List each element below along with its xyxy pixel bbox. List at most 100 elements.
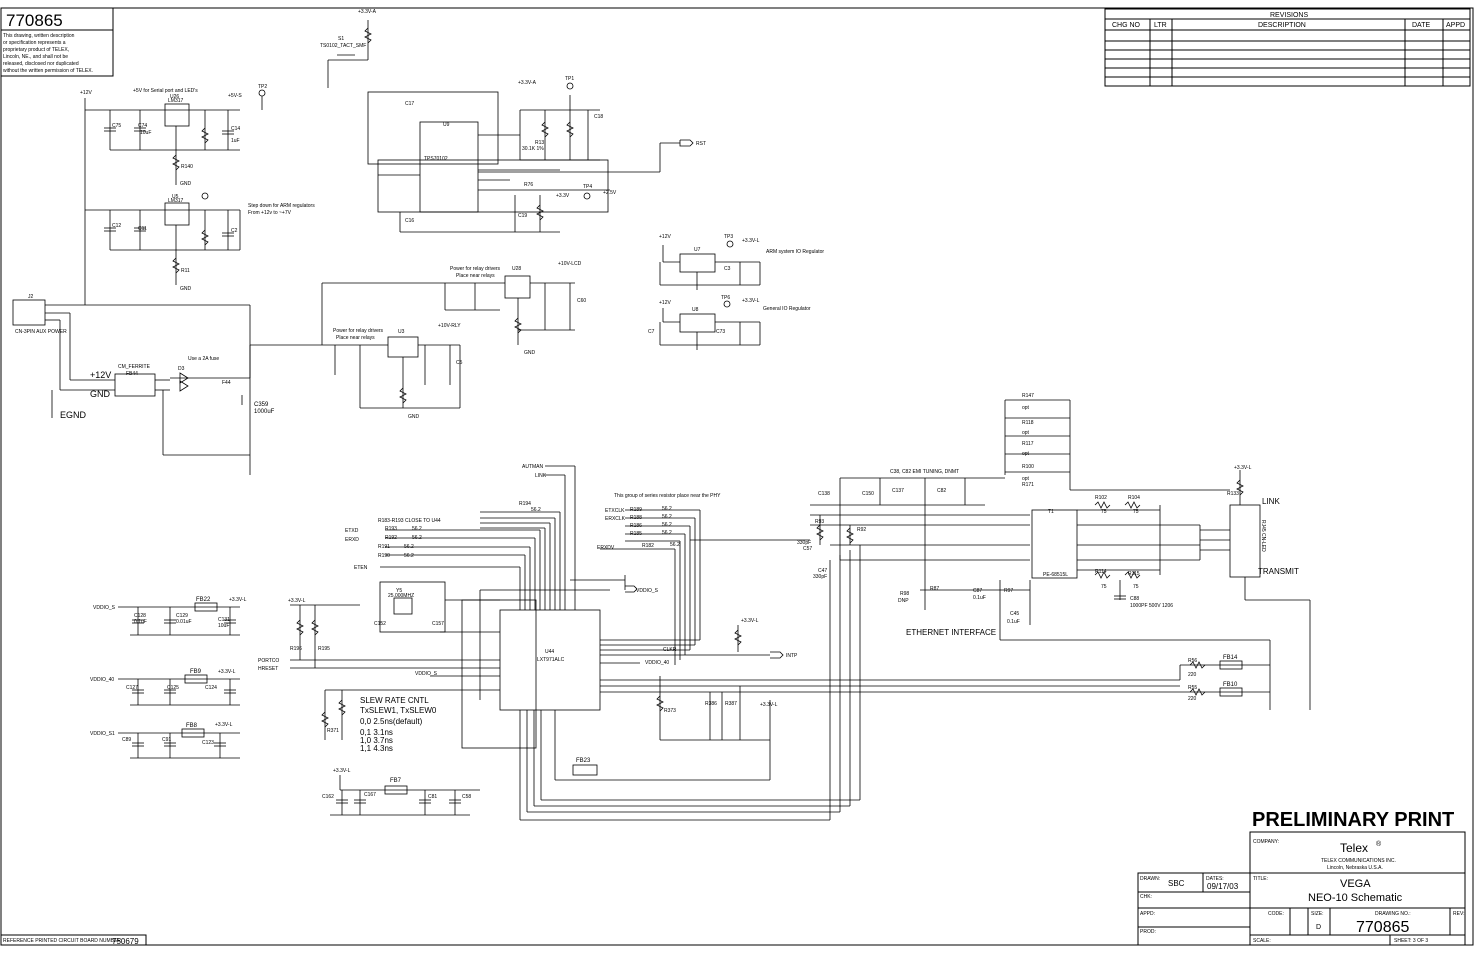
r194-label: R194: [519, 501, 531, 507]
intp-label: INTP: [786, 653, 798, 659]
note-relay-2: Power for relay drivers: [333, 328, 384, 334]
c73-label: C73: [716, 329, 725, 335]
egnd-label: EGND: [60, 410, 87, 420]
opt-2: opt: [1022, 430, 1030, 436]
vddio-40-dec: VDDIO_40: [90, 677, 114, 683]
etxclk-label: ETXCLK: [605, 508, 625, 514]
r-val-8: 56.2: [404, 544, 414, 550]
v75-a: 75: [1101, 509, 1107, 515]
tp2-label: TP2: [258, 84, 267, 90]
r114-label: R114: [1095, 569, 1107, 575]
note-arm-2: From +12v to ~+7V: [248, 210, 292, 216]
autman-label: AUTMAN: [522, 464, 544, 470]
rev-col-header: CHG NO: [1112, 22, 1141, 29]
opt-4: opt: [1022, 476, 1030, 482]
r97-label: R97: [1004, 588, 1013, 594]
u8-label: U8: [692, 307, 699, 313]
slew-row: 0,0 2.5ns(default): [360, 717, 423, 726]
gnd-relay: GND: [408, 414, 420, 420]
link-label: LINK: [535, 473, 547, 479]
v75-c: 75: [1101, 584, 1107, 590]
opt-3: opt: [1022, 451, 1030, 457]
prod-label: PROD:: [1140, 929, 1156, 935]
c88-value: 1000PF 500V 1206: [1130, 603, 1173, 609]
r188-label: R188: [630, 515, 642, 521]
r92-label: R92: [857, 527, 866, 533]
decoupling-labels: VDDIO_S VDDIO_40 VDDIO_S1 FB22 FB9 FB8 F…: [90, 597, 591, 800]
aux-power-labels: J2 CN-3PIN AUX POWER +12V GND EGND CM_FE…: [15, 294, 275, 420]
dates-label: DATES:: [1206, 876, 1224, 882]
fb22-label: FB22: [196, 597, 211, 603]
code-label: CODE:: [1268, 911, 1284, 917]
r93-label: R93: [815, 519, 824, 525]
notice-line: without the written permission of TELEX.: [3, 68, 93, 74]
c16-label: C16: [405, 218, 414, 224]
drawing-number: 770865: [1356, 919, 1409, 936]
date-value: 09/17/03: [1207, 882, 1239, 891]
c2-label: C2: [231, 228, 238, 234]
link-led-label: LINK: [1262, 497, 1280, 506]
slew-title: SLEW RATE CNTL: [360, 696, 429, 705]
io-regulators: [659, 240, 761, 350]
fb10-label: FB10: [1223, 682, 1238, 688]
pe-label: PE-68515L: [1043, 572, 1068, 578]
r189-label: R189: [630, 507, 642, 513]
dnp-1: DNP: [898, 598, 909, 604]
appd-label: APPD:: [1140, 911, 1155, 917]
tps70102-regulator: [367, 82, 694, 233]
r140-label: R140: [181, 164, 193, 170]
tps-label: TPS70102: [424, 156, 448, 162]
arm-io-note: ARM system IO Regulator: [766, 249, 824, 255]
c124-label: C124: [205, 685, 217, 691]
u7-label: U7: [694, 247, 701, 253]
rail-33l-phy3: +3.3V-L: [760, 702, 778, 708]
t1-label: T1: [1048, 509, 1054, 515]
etxd-label: ETXD: [345, 528, 359, 534]
rail-33a-top: +3.3V-A: [358, 9, 377, 15]
lm317-label: LM317: [168, 98, 184, 104]
slew-rate-table: SLEW RATE CNTL TxSLEW1, TxSLEW0 0,0 2.5n…: [360, 696, 437, 753]
c167-label: C167: [364, 792, 376, 798]
u26-label: U26: [170, 94, 179, 100]
drawing-notice-block: 770865 This drawing, written description…: [0, 7, 114, 77]
lm317-label-2: LM317: [168, 198, 184, 204]
c19-label: C19: [518, 213, 527, 219]
c11-label: C11: [138, 226, 147, 232]
d3-label: D3: [178, 366, 185, 372]
c88-label: C88: [1130, 596, 1139, 602]
portco-label: PORTCO: [258, 658, 279, 664]
r102-label: R102: [1095, 495, 1107, 501]
sheet-border: [0, 7, 1474, 946]
r185-label: R185: [630, 531, 642, 537]
c57-val: 330pF: [797, 540, 811, 546]
ethernet-labels: R147 opt R118 opt R117 opt R100 opt R171…: [797, 393, 1266, 702]
erxdv-label: ERXDV: [597, 545, 615, 551]
aux-power-input: [12, 299, 251, 456]
c138-label: C138: [818, 491, 830, 497]
note-arm: Step down for ARM regulators: [248, 203, 315, 209]
r192-label: R192: [385, 535, 397, 541]
rst-label: RST: [696, 141, 706, 147]
io-regulator-labels: ARM system IO Regulator General IO Regul…: [648, 234, 824, 335]
clkr-label: CLKR: [663, 647, 677, 653]
c89-label: C89: [122, 737, 131, 743]
c45-val: 0.1uF: [1007, 619, 1020, 625]
series-note: This group of series resistor place near…: [614, 493, 721, 499]
r56-label: R56: [1188, 658, 1197, 664]
v75-d: 75: [1133, 584, 1139, 590]
notice-line: Lincoln, NE., and shall not be: [3, 54, 68, 60]
c162-label: C162: [322, 794, 334, 800]
title-block-text: COMPANY: Telex ® TELEX COMMUNICATIONS IN…: [3, 839, 1464, 946]
fb8-label: FB8: [186, 723, 198, 729]
c45-label: C45: [1010, 611, 1019, 617]
ferrite-label: CM_FERRITE: [118, 364, 151, 370]
r-val-7: 56.2: [412, 535, 422, 541]
c57-label: C57: [803, 546, 812, 552]
c74-label: C74: [138, 123, 147, 129]
r11-label: R11: [181, 268, 190, 274]
notice-line: released, disclosed nor duplicated: [3, 61, 79, 67]
r386-label: R386: [705, 701, 717, 707]
c131-label: C131: [218, 617, 230, 623]
rail-12v-3: +12V: [659, 300, 671, 306]
r87-label: R87: [930, 586, 939, 592]
